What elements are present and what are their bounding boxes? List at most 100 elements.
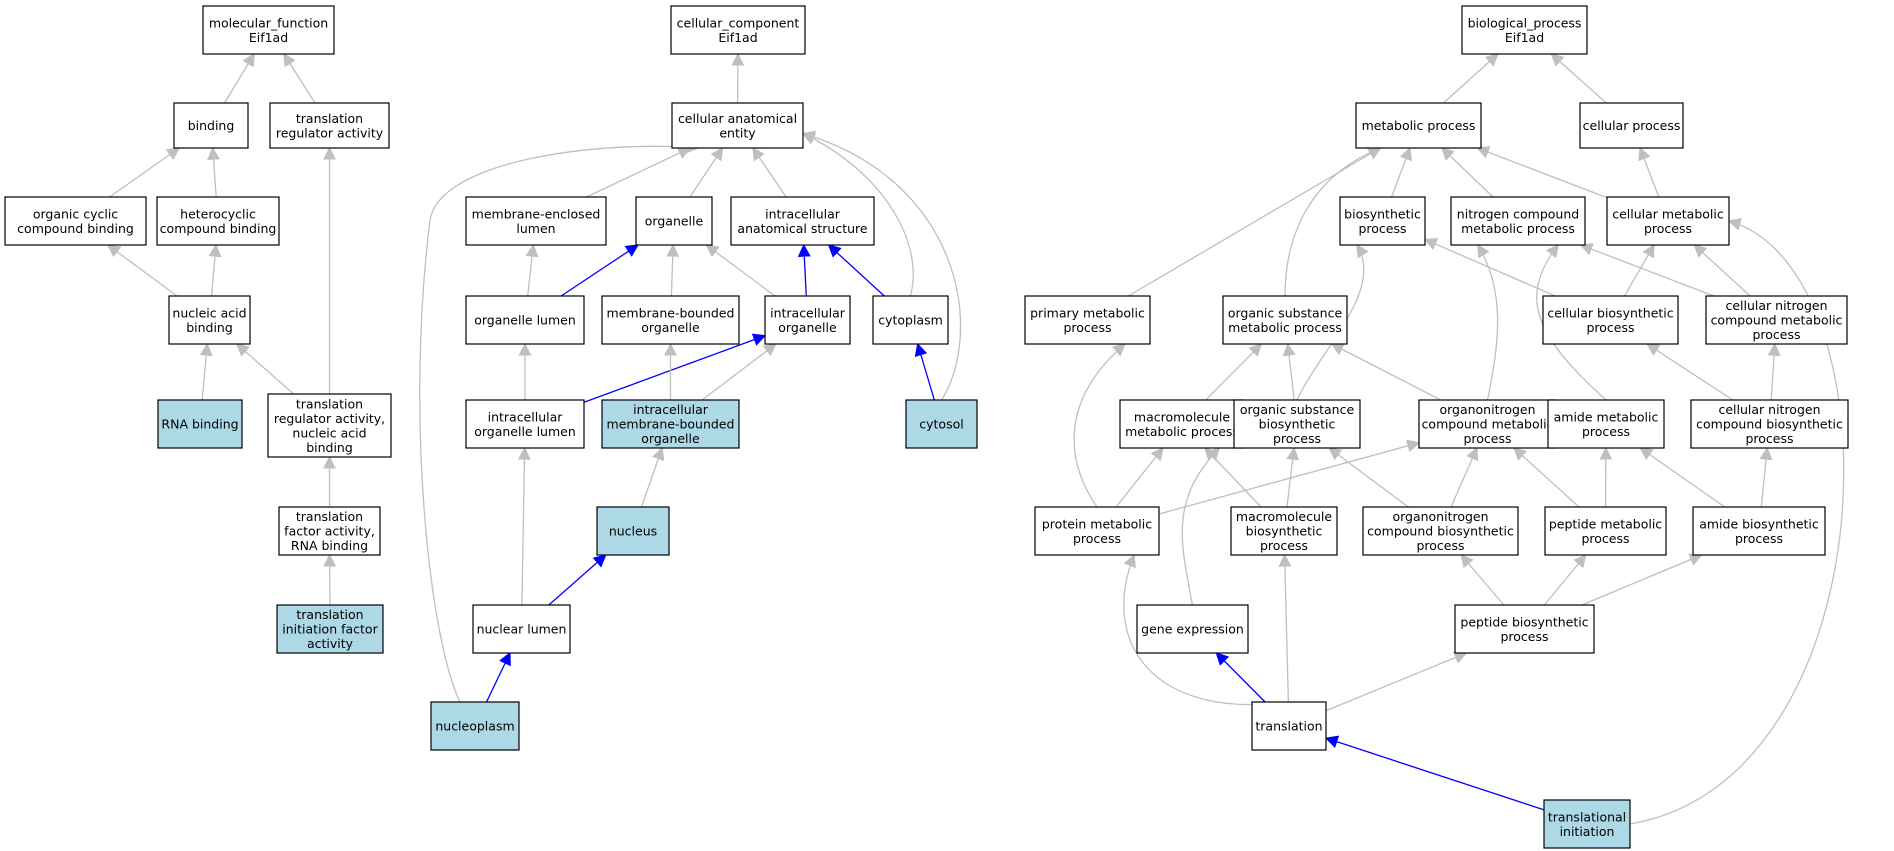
edge-intra_org-to-organelle <box>705 244 776 297</box>
edge-nucleic_bind-to-org_cyclic_bind <box>106 244 178 297</box>
node-cytosol[interactable]: cytosol <box>905 399 978 449</box>
node-nucleoplasm[interactable]: nucleoplasm <box>430 701 520 751</box>
node-label-line: cellular_component <box>677 15 800 30</box>
node-box <box>1034 506 1160 556</box>
edge-trans_init-to-translation <box>1324 735 1545 811</box>
node-box <box>278 506 381 556</box>
node-box <box>269 102 390 149</box>
edge-macro_bios-to-org_sub_bios <box>1286 446 1300 508</box>
node-box <box>1418 399 1557 449</box>
edge-cell_bios-to-cell_met <box>1623 243 1655 297</box>
node-box <box>1454 604 1595 654</box>
edge-cell_nitro_met-to-cell_met <box>1693 244 1751 297</box>
node-translation[interactable]: translation <box>1251 701 1327 751</box>
node-box <box>472 604 571 654</box>
node-box <box>465 399 585 449</box>
node-gene_expr[interactable]: gene expression <box>1136 604 1249 654</box>
node-label-line: membrane-bounded <box>607 417 735 432</box>
node-organelle[interactable]: organelle <box>635 196 713 246</box>
edge-orgnitro_met-to-org_sub_met <box>1330 343 1442 401</box>
edge-macro_met-to-org_sub_met <box>1205 343 1263 401</box>
node-label-line: primary metabolic <box>1030 305 1145 320</box>
edge-cytosol-to-cytoplasm <box>914 342 935 401</box>
node-label-line: translation <box>1255 719 1322 734</box>
node-rna_binding[interactable]: RNA binding <box>157 399 243 449</box>
edge-binding-to-mf_root <box>223 52 255 104</box>
edge-org_sub_bios-to-org_sub_met <box>1282 342 1296 401</box>
node-binding[interactable]: binding <box>173 102 249 149</box>
node-nuclear_lumen[interactable]: nuclear lumen <box>472 604 571 654</box>
node-metabolic[interactable]: metabolic process <box>1355 102 1482 149</box>
node-cellular_proc[interactable]: cellular process <box>1579 102 1684 149</box>
node-label-line: process <box>1063 320 1111 335</box>
edge-org_cyclic_bind-to-binding <box>109 147 181 198</box>
edge-protein_met-to-primary_met <box>1073 343 1126 508</box>
node-box <box>4 196 147 246</box>
node-label-line: compound binding <box>160 221 277 236</box>
node-label-line: lumen <box>516 221 555 236</box>
node-box <box>1355 102 1482 149</box>
edge-orgnitro_met-to-nitrogen_met <box>1477 243 1499 401</box>
node-organelle_lumen[interactable]: organelle lumen <box>465 295 585 345</box>
edge-peptide_bios-to-peptide_met <box>1543 553 1587 606</box>
node-box <box>267 393 392 458</box>
node-label-line: cellular metabolic <box>1612 206 1724 221</box>
node-label-line: cellular process <box>1583 118 1681 133</box>
edge-peptide_bios-to-amide_bios <box>1581 553 1703 606</box>
node-box <box>601 295 740 345</box>
node-label-line: metabolic process <box>1461 221 1575 236</box>
node-box <box>1136 604 1249 654</box>
node-label-line: binding <box>188 118 235 133</box>
node-label-line: metabolic process <box>1228 320 1342 335</box>
node-box <box>1339 196 1426 246</box>
edge-metabolic-to-bp_root <box>1443 53 1499 104</box>
edge-translation-to-peptide_bios <box>1325 651 1468 712</box>
node-label-line: binding <box>306 440 353 455</box>
node-label-line: process <box>1644 221 1692 236</box>
node-label-line: cytoplasm <box>878 313 943 328</box>
node-label-line: nuclear lumen <box>477 622 567 637</box>
node-box <box>1544 506 1667 556</box>
node-label-line: membrane-enclosed <box>472 206 601 221</box>
node-nucleus[interactable]: nucleus <box>596 506 670 556</box>
node-cytoplasm[interactable]: cytoplasm <box>872 295 949 345</box>
node-label-line: cytosol <box>919 417 963 432</box>
